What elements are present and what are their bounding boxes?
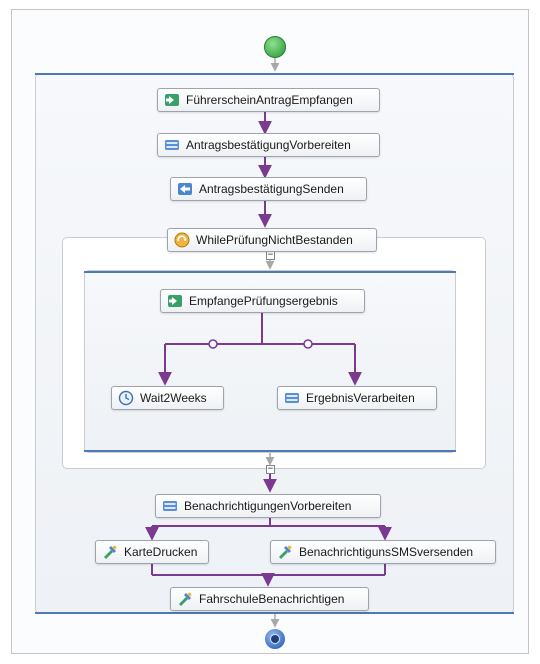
activity-label: BenachrichtigungenVorbereiten <box>184 499 352 513</box>
collapse-while-toggle[interactable]: − <box>266 250 275 260</box>
inner-sequence-bottom-bar <box>84 450 456 452</box>
activity-empfange-pruefungsergebnis[interactable]: EmpfangePrüfungsergebnis <box>160 289 365 313</box>
clock-icon <box>118 390 134 406</box>
assign-icon <box>164 137 180 153</box>
activity-label: FahrschuleBenachrichtigen <box>199 592 345 606</box>
activity-karte-drucken[interactable]: KarteDrucken <box>95 540 209 564</box>
activity-while-pruefung-nicht-bestanden[interactable]: WhilePrüfungNichtBestanden <box>167 228 377 252</box>
activity-antragsbestaetigung-vorbereiten[interactable]: AntragsbestätigungVorbereiten <box>157 133 380 157</box>
activity-label: BenachrichtigunsSMSversenden <box>299 545 474 559</box>
activity-benachrichtigungs-sms-versenden[interactable]: BenachrichtigunsSMSversenden <box>270 540 496 564</box>
send-icon <box>177 181 193 197</box>
invoke-icon <box>102 544 118 560</box>
main-sequence-bottom-bar <box>35 612 514 614</box>
activity-wait-2-weeks[interactable]: Wait2Weeks <box>111 386 224 410</box>
end-node[interactable] <box>265 629 285 649</box>
start-node[interactable] <box>264 36 286 58</box>
invoke-icon <box>277 544 293 560</box>
assign-icon <box>162 498 178 514</box>
activity-ergebnis-verarbeiten[interactable]: ErgebnisVerarbeiten <box>277 386 437 410</box>
activity-fahrschule-benachrichtigen[interactable]: FahrschuleBenachrichtigen <box>170 587 369 611</box>
activity-antragsbestaetigung-senden[interactable]: AntragsbestätigungSenden <box>170 177 367 201</box>
activity-label: FührerscheinAntragEmpfangen <box>186 93 353 107</box>
activity-benachrichtigungen-vorbereiten[interactable]: BenachrichtigungenVorbereiten <box>155 494 381 518</box>
activity-label: AntragsbestätigungVorbereiten <box>186 138 351 152</box>
inner-sequence-top-bar <box>84 271 456 273</box>
invoke-icon <box>177 591 193 607</box>
activity-label: Wait2Weeks <box>140 391 207 405</box>
activity-label: ErgebnisVerarbeiten <box>306 391 415 405</box>
while-loop-icon <box>174 232 190 248</box>
main-sequence-top-bar <box>35 73 514 75</box>
receive-icon <box>167 293 183 309</box>
activity-fuehrerschein-antrag-empfangen[interactable]: FührerscheinAntragEmpfangen <box>157 88 380 112</box>
activity-label: WhilePrüfungNichtBestanden <box>196 233 353 247</box>
collapse-while-end-toggle[interactable]: − <box>266 464 275 474</box>
receive-icon <box>164 92 180 108</box>
activity-label: AntragsbestätigungSenden <box>199 182 344 196</box>
activity-label: EmpfangePrüfungsergebnis <box>189 294 338 308</box>
assign-icon <box>284 390 300 406</box>
activity-label: KarteDrucken <box>124 545 198 559</box>
